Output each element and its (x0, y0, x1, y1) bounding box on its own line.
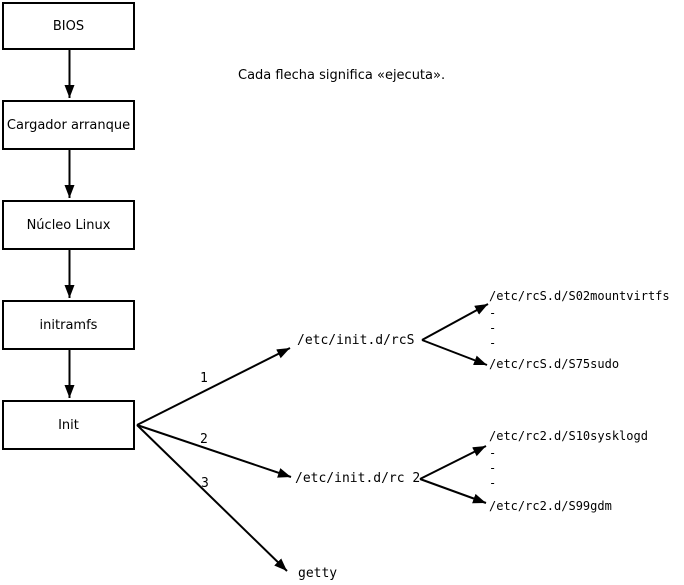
rc2-ellipsis-dash-1: - (489, 446, 497, 460)
box-initramfs-label: initramfs (39, 317, 98, 333)
rcS-ellipsis-dash-3: - (489, 336, 497, 350)
branch-3-number: 3 (201, 476, 209, 491)
rcS-ellipsis-dash-1: - (489, 306, 497, 320)
label-etc-init-d-rcS: /etc/init.d/rcS (297, 333, 415, 348)
box-bios-label: BIOS (52, 18, 85, 34)
label-rcS-first-script: /etc/rcS.d/S02mountvirtfs (489, 289, 670, 303)
rcS-ellipsis-dash-2: - (489, 321, 497, 335)
box-nucleo-linux-label: Núcleo Linux (26, 217, 111, 233)
label-rcS-last-script: /etc/rcS.d/S75sudo (489, 357, 620, 371)
box-initramfs: initramfs (2, 300, 135, 350)
arrow-rcS-to-first-script (421, 303, 489, 341)
label-rc2-last-script: /etc/rc2.d/S99gdm (489, 499, 612, 513)
label-getty: getty (298, 566, 338, 581)
label-etc-init-d-rc2: /etc/init.d/rc 2 (295, 471, 421, 486)
rc2-ellipsis-dash-2: - (489, 461, 497, 475)
arrow-rc2-to-last-script (419, 478, 487, 504)
box-init-label: Init (58, 417, 79, 433)
arrow-init-to-rc2 (136, 424, 292, 478)
arrow-init-to-rcS (136, 347, 291, 426)
arrow-init-to-getty (136, 424, 288, 572)
box-init: Init (2, 400, 135, 450)
branch-2-number: 2 (200, 432, 208, 447)
box-cargador-arranque: Cargador arranque (2, 100, 135, 150)
arrow-rc2-to-first-script (419, 445, 487, 480)
arrow-rcS-to-last-script (421, 339, 488, 366)
box-nucleo-linux: Núcleo Linux (2, 200, 135, 250)
legend-note: Cada flecha significa «ejecuta». (238, 68, 446, 83)
box-cargador-arranque-label: Cargador arranque (6, 117, 131, 133)
label-rc2-first-script: /etc/rc2.d/S10sysklogd (489, 429, 648, 443)
rc2-ellipsis-dash-3: - (489, 476, 497, 490)
branch-1-number: 1 (200, 371, 208, 386)
box-bios: BIOS (2, 2, 135, 50)
